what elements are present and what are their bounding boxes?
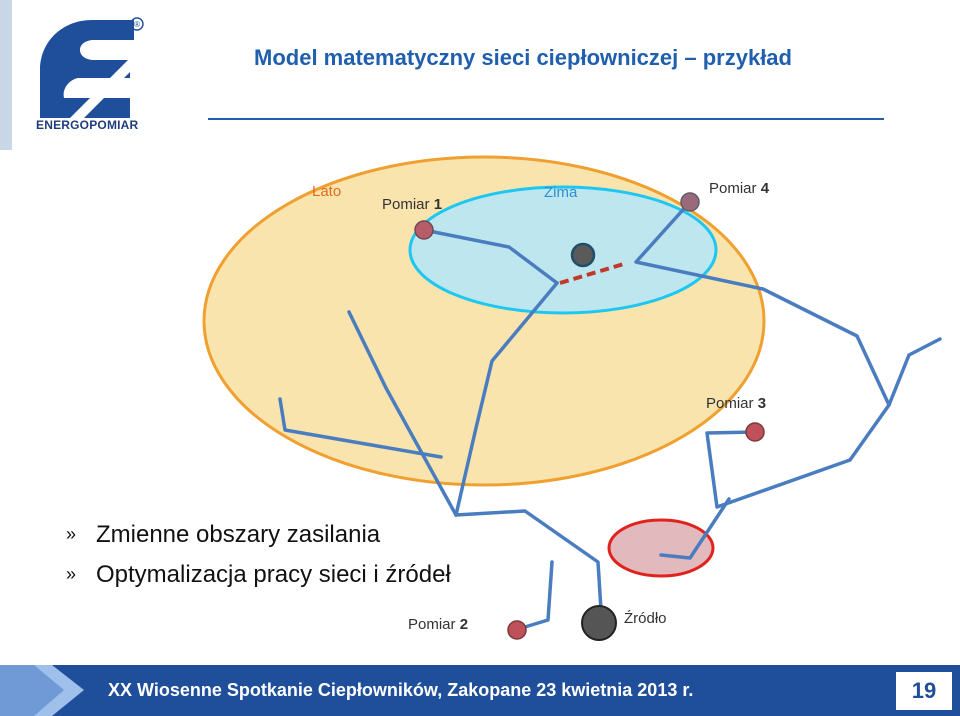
bullet-list: » Zmienne obszary zasilania » Optymalizacj…	[66, 521, 451, 601]
logo-registered-mark: ®	[134, 20, 140, 29]
logo-mark	[40, 20, 134, 118]
logo-text: ENERGOPOMIAR	[36, 118, 139, 132]
footer-bar: XX Wiosenne Spotkanie Ciepłowników, Zako…	[0, 665, 960, 716]
bullet-text: Zmienne obszary zasilania	[96, 521, 381, 548]
label-pomiar-2: Pomiar 2	[408, 616, 469, 633]
network-diagram	[202, 155, 942, 641]
pipe-branch-pomiar4	[634, 200, 891, 407]
energopomiar-logo: ®	[40, 17, 144, 118]
bullet-text: Optymalizacja pracy sieci i źródeł	[96, 561, 451, 588]
bullet-marker: »	[66, 564, 77, 584]
bullet-item: » Zmienne obszary zasilania	[66, 521, 451, 561]
label-zima: Zima	[544, 184, 578, 201]
footer-arrow-decor	[0, 665, 100, 716]
label-pomiar-4: Pomiar 4	[709, 180, 770, 197]
winter-source-node	[570, 242, 596, 268]
label-pomiar-3: Pomiar 3	[706, 395, 767, 412]
pipe-branch-lower-right	[705, 403, 891, 509]
measurement-node-pomiar4	[680, 192, 700, 212]
bullet-item: » Optymalizacja pracy sieci i źródeł	[66, 561, 451, 601]
label-pomiar-1: Pomiar 1	[382, 196, 443, 213]
source-node	[581, 605, 617, 641]
left-decor-strip	[0, 0, 12, 150]
measurement-node-pomiar3	[745, 422, 765, 442]
source-area	[607, 518, 715, 578]
label-zrodlo: Źródło	[624, 610, 667, 627]
page-number: 19	[896, 672, 952, 710]
pipe-branch-right-tip	[887, 337, 942, 407]
footer-text: XX Wiosenne Spotkanie Ciepłowników, Zako…	[108, 680, 694, 700]
winter-zone	[408, 185, 718, 315]
measurement-node-pomiar2	[507, 620, 527, 640]
pipe-branch-pomiar2	[513, 560, 554, 632]
winter-dashed-link	[559, 261, 628, 285]
bullet-marker: »	[66, 524, 77, 544]
label-lato: Lato	[312, 183, 342, 200]
pipe-branch-far-left	[278, 397, 443, 459]
pipe-branch-source-area	[659, 497, 731, 560]
measurement-node-pomiar1	[414, 220, 434, 240]
title-underline	[208, 118, 884, 120]
page-title: Model matematyczny sieci ciepłowniczej –…	[254, 45, 792, 70]
pipe-branch-left	[347, 310, 458, 517]
pipe-network	[278, 200, 942, 632]
pipe-branch-pomiar1	[422, 228, 559, 285]
